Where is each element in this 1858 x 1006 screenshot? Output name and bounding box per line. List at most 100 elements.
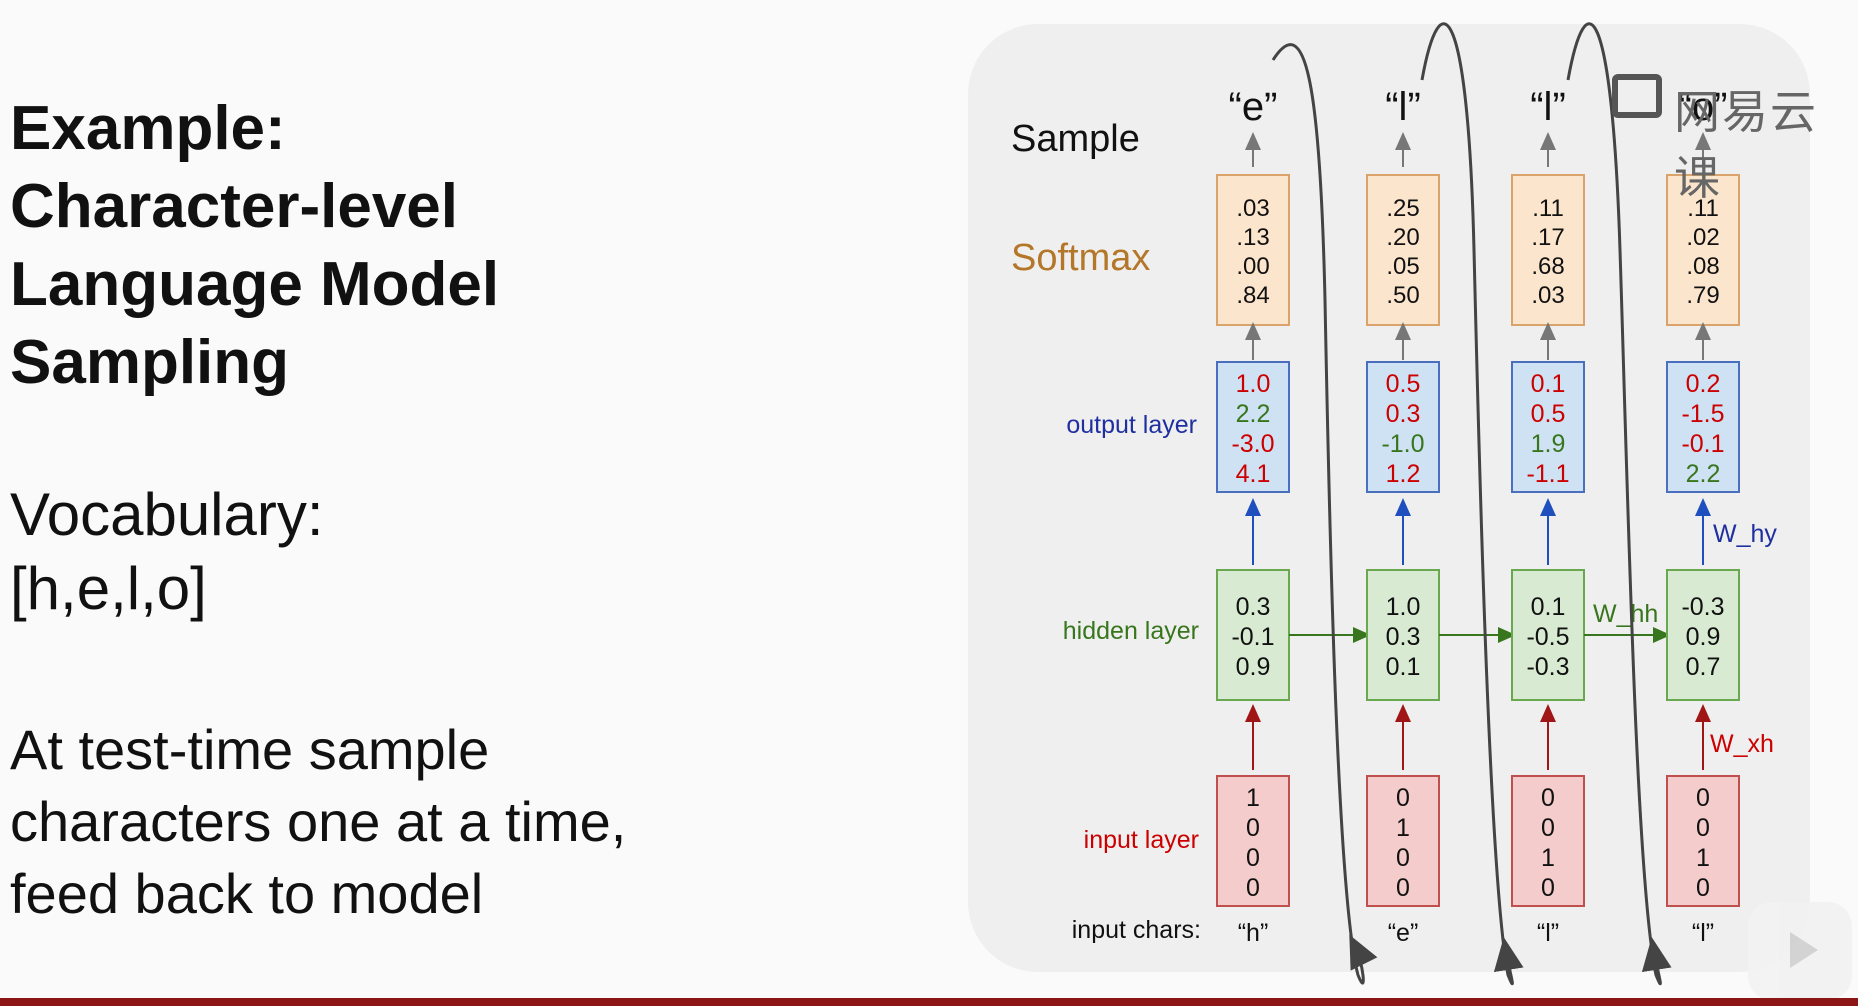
softmax-value-3-3: .79	[1686, 282, 1719, 309]
input-value-2-1: 0	[1541, 814, 1555, 842]
hidden-value-1-1: 0.3	[1386, 623, 1421, 651]
input-char-1: “e”	[1388, 919, 1419, 947]
input-value-1-3: 0	[1396, 874, 1410, 902]
vocab-line-1: Vocabulary:	[10, 481, 324, 548]
output-value-3-2: -0.1	[1681, 430, 1724, 458]
input-value-2-3: 0	[1541, 874, 1555, 902]
hidden-box-2	[1511, 569, 1585, 701]
output-value-0-2: -3.0	[1231, 430, 1274, 458]
hidden-box-0	[1216, 569, 1290, 701]
title-line-1: Example:	[10, 94, 286, 163]
output-box-2	[1511, 361, 1585, 493]
weight-wxh-label: W_xh	[1710, 730, 1774, 758]
input-value-2-0: 0	[1541, 784, 1555, 812]
softmax-row-label: Softmax	[1011, 237, 1150, 279]
sample-row-label: Sample	[1011, 118, 1140, 160]
input-char-2: “l”	[1537, 919, 1559, 947]
softmax-box-2	[1511, 174, 1585, 326]
softmax-box-3	[1666, 174, 1740, 326]
output-value-2-0: 0.1	[1531, 370, 1566, 398]
input-layer-label: input layer	[1084, 826, 1199, 854]
output-value-1-1: 0.3	[1386, 400, 1421, 428]
softmax-value-2-1: .17	[1531, 224, 1564, 251]
output-value-2-3: -1.1	[1526, 460, 1569, 488]
title-line-3: Language Model	[10, 250, 500, 319]
input-box-0	[1216, 775, 1290, 907]
diagram-panel	[968, 24, 1810, 972]
note-line-2: characters one at a time,	[10, 790, 627, 853]
vocabulary-text: Vocabulary: [h,e,l,o]	[10, 478, 324, 626]
softmax-value-0-2: .00	[1236, 253, 1269, 280]
output-value-3-0: 0.2	[1686, 370, 1721, 398]
hidden-value-1-2: 0.1	[1386, 653, 1421, 681]
input-value-0-2: 0	[1246, 844, 1260, 872]
output-value-1-0: 0.5	[1386, 370, 1421, 398]
softmax-box-0	[1216, 174, 1290, 326]
sample-char-3: “o”	[1679, 85, 1728, 129]
feedback-loop-2	[1566, 22, 1672, 986]
feedback-loop-1	[1420, 22, 1524, 986]
output-value-3-3: 2.2	[1686, 460, 1721, 488]
softmax-value-1-1: .20	[1386, 224, 1419, 251]
input-char-3: “l”	[1692, 919, 1714, 947]
bottom-bar	[0, 998, 1858, 1006]
output-box-0	[1216, 361, 1290, 493]
hidden-value-0-1: -0.1	[1231, 623, 1274, 651]
play-triangle-icon	[1790, 932, 1818, 968]
softmax-value-2-2: .68	[1531, 253, 1564, 280]
title-line-4: Sampling	[10, 328, 290, 397]
test-time-note: At test-time sample characters one at a …	[10, 714, 626, 930]
hidden-value-2-0: 0.1	[1531, 593, 1566, 621]
sample-char-2: “l”	[1530, 85, 1566, 129]
output-box-1	[1366, 361, 1440, 493]
hidden-layer-label: hidden layer	[1063, 617, 1199, 645]
input-value-1-2: 0	[1396, 844, 1410, 872]
input-box-3	[1666, 775, 1740, 907]
output-value-0-1: 2.2	[1236, 400, 1271, 428]
vocab-line-2: [h,e,l,o]	[10, 555, 207, 622]
output-value-2-2: 1.9	[1531, 430, 1566, 458]
input-value-2-2: 1	[1541, 844, 1555, 872]
hidden-value-0-2: 0.9	[1236, 653, 1271, 681]
weight-whh-label: W_hh	[1593, 600, 1658, 628]
softmax-value-0-3: .84	[1236, 282, 1269, 309]
softmax-value-1-2: .05	[1386, 253, 1419, 280]
hidden-value-2-1: -0.5	[1526, 623, 1569, 651]
hidden-value-3-2: 0.7	[1686, 653, 1721, 681]
softmax-value-3-0: .11	[1687, 195, 1719, 222]
softmax-value-1-0: .25	[1386, 195, 1419, 222]
softmax-value-0-0: .03	[1236, 195, 1269, 222]
hidden-box-1	[1366, 569, 1440, 701]
softmax-value-0-1: .13	[1236, 224, 1269, 251]
play-icon[interactable]	[1748, 902, 1852, 1000]
output-box-3	[1666, 361, 1740, 493]
output-value-1-2: -1.0	[1381, 430, 1424, 458]
input-value-1-1: 1	[1396, 814, 1410, 842]
output-layer-label: output layer	[1066, 411, 1197, 439]
output-value-2-1: 0.5	[1531, 400, 1566, 428]
input-chars-label: input chars:	[1072, 916, 1201, 944]
output-value-0-0: 1.0	[1236, 370, 1271, 398]
input-value-3-2: 1	[1696, 844, 1710, 872]
output-value-3-1: -1.5	[1681, 400, 1724, 428]
input-char-0: “h”	[1238, 919, 1269, 947]
input-value-3-0: 0	[1696, 784, 1710, 812]
note-line-1: At test-time sample	[10, 718, 490, 781]
input-box-2	[1511, 775, 1585, 907]
softmax-value-1-3: .50	[1386, 282, 1419, 309]
title-line-2: Character-level	[10, 172, 459, 241]
input-value-3-3: 0	[1696, 874, 1710, 902]
note-line-3: feed back to model	[10, 862, 484, 925]
feedback-loop-0	[1271, 43, 1378, 985]
hidden-value-0-0: 0.3	[1236, 593, 1271, 621]
input-value-0-3: 0	[1246, 874, 1260, 902]
softmax-value-3-1: .02	[1686, 224, 1719, 251]
softmax-value-3-2: .08	[1686, 253, 1719, 280]
hidden-value-1-0: 1.0	[1386, 593, 1421, 621]
sample-char-0: “e”	[1229, 85, 1278, 129]
output-value-1-3: 1.2	[1386, 460, 1421, 488]
hidden-value-3-0: -0.3	[1681, 593, 1724, 621]
input-value-0-0: 1	[1246, 784, 1260, 812]
softmax-value-2-3: .03	[1531, 282, 1564, 309]
